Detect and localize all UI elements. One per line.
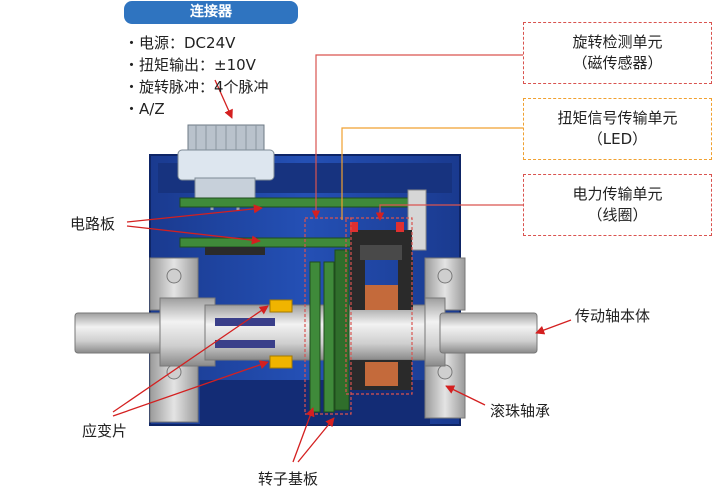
torque-signal-unit-title: 扭矩信号传输单元 — [557, 109, 678, 127]
coil-unit — [350, 222, 413, 390]
label-circuit-board: 电路板 — [70, 215, 116, 233]
label-strain-gauge: 应变片 — [82, 422, 128, 440]
spec-torque-output: ・扭矩输出：±10V — [124, 56, 256, 74]
unit-leaders — [311, 54, 523, 221]
rotation-detection-unit-title: 旋转检测单元 — [572, 33, 663, 51]
shaft — [74, 297, 538, 367]
label-shaft-body: 传动轴本体 — [575, 307, 651, 325]
spec-power: ・电源：DC24V — [124, 34, 236, 52]
strain-gauges — [269, 299, 293, 369]
spec-az: ・A/Z — [124, 100, 165, 118]
connector-title-badge: 连接器 — [124, 1, 298, 24]
power-transmission-unit-subtitle: （线圈） — [587, 206, 648, 224]
label-ball-bearing: 滚珠轴承 — [490, 402, 551, 420]
spec-rotation-pulse: ・旋转脉冲：4个脉冲 — [124, 78, 269, 96]
rotation-detection-unit-subtitle: （磁传感器） — [572, 54, 663, 72]
label-arrows — [112, 79, 572, 463]
power-transmission-unit-box: 电力传输单元 （线圈） — [523, 174, 712, 236]
rotor-board — [309, 249, 350, 413]
torque-signal-unit-box: 扭矩信号传输单元 （LED） — [523, 98, 712, 160]
power-transmission-unit-title: 电力传输单元 — [572, 185, 663, 203]
connector — [177, 124, 275, 210]
label-rotor-board: 转子基板 — [258, 470, 319, 488]
rotation-detection-unit-box: 旋转检测单元 （磁传感器） — [523, 22, 712, 84]
torque-signal-unit-subtitle: （LED） — [587, 130, 648, 148]
